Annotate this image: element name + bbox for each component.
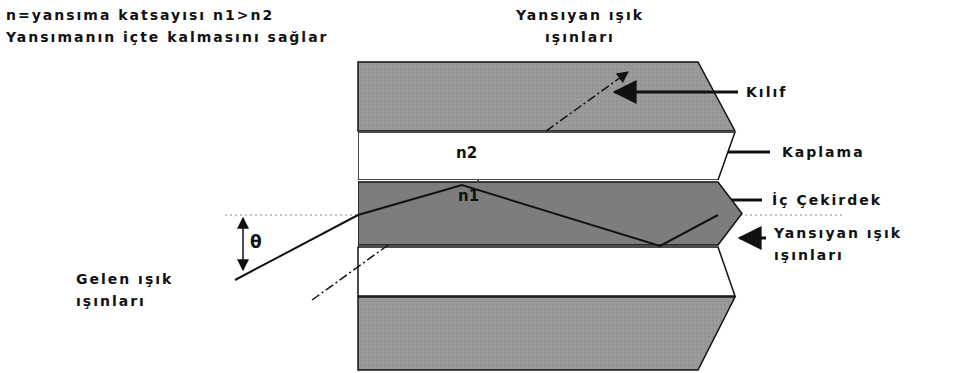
reflected-rays-label: Yansıyan ışık ışınları: [500, 4, 660, 48]
reflected-rays-label: Yansıyan ışık ışınları: [774, 222, 964, 266]
refractive-index: n2: [456, 144, 477, 162]
cladding-band: n2: [358, 132, 736, 180]
note-text: n=yansıma katsayısı n1>n2 Yansımanın içt…: [6, 4, 336, 48]
incident-rays-label: Gelen ışık ışınları: [76, 268, 226, 312]
part-name: Kaplama: [782, 141, 922, 163]
band-outline: [358, 132, 736, 180]
band-outline: [358, 181, 744, 246]
cladding-bottom: [358, 247, 735, 296]
part-name: İç Çekirdek: [772, 189, 962, 211]
part-name: Kılıf: [746, 81, 866, 103]
core-band: n1: [358, 181, 744, 246]
angle-symbol: θ: [250, 231, 280, 253]
reflected-leader: [740, 237, 766, 240]
jacket-top: [358, 62, 735, 131]
refractive-index: n1: [458, 187, 479, 205]
jacket-bottom: [358, 297, 735, 370]
kilif-leader: [615, 91, 738, 94]
theta-arrow: [242, 218, 244, 270]
